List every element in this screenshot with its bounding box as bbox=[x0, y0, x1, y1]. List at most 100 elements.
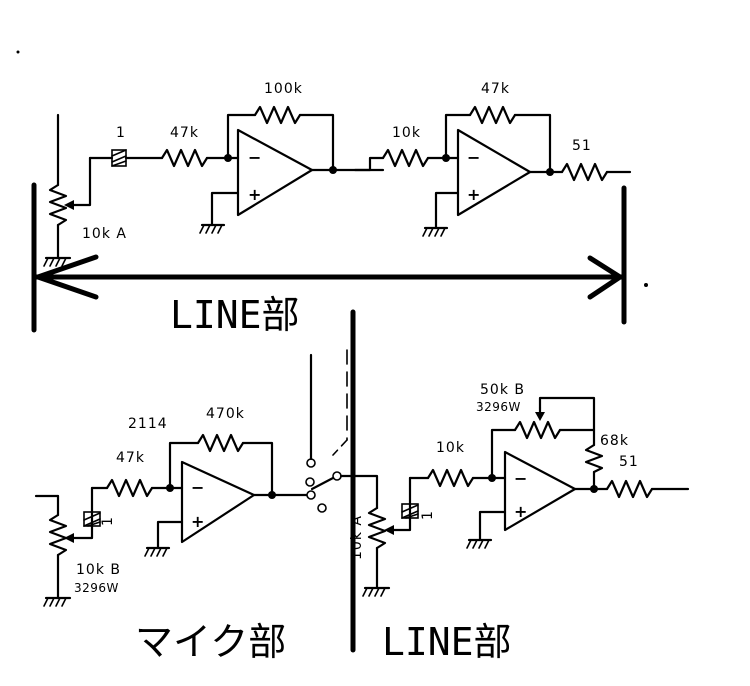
top-r-in1-label: 47k bbox=[170, 125, 199, 141]
top-fb1-wire-out bbox=[298, 113, 335, 172]
top-resistor-fb-47k bbox=[468, 105, 517, 125]
switch-contact-low bbox=[306, 490, 316, 500]
line-r-in-label: 10k bbox=[436, 440, 465, 456]
mic-r-fb-label: 470k bbox=[206, 406, 245, 422]
top-fb1-wire bbox=[226, 113, 257, 160]
top-junction-op2-out bbox=[546, 168, 554, 176]
mic-cap-label: 2114 bbox=[128, 416, 168, 432]
mic-pot-body bbox=[48, 513, 68, 557]
section-label-mic: マイク部 bbox=[135, 620, 286, 664]
mic-opamp-minus: − bbox=[191, 478, 204, 497]
mic-fb-wire-out bbox=[241, 441, 274, 497]
line-fb-pot-wiper-arrow bbox=[535, 412, 545, 421]
mic-pot-ground bbox=[43, 596, 72, 607]
top-opamp-1 bbox=[236, 128, 314, 217]
line-op-ground bbox=[466, 538, 493, 549]
top-r-out-label: 51 bbox=[572, 138, 592, 154]
top-r-in2-label: 10k bbox=[392, 125, 421, 141]
top-r-fb1-label: 100k bbox=[264, 81, 303, 97]
line-opamp bbox=[503, 450, 577, 532]
line-resistor-10k bbox=[426, 468, 475, 488]
mic-fb-wire bbox=[168, 441, 200, 490]
top-fb2-wire bbox=[444, 113, 472, 160]
top-trim-label: 1 bbox=[116, 125, 126, 141]
line-plus-ground-wire bbox=[478, 510, 507, 542]
mic-opamp bbox=[180, 460, 256, 544]
line-r-out-label: 51 bbox=[619, 454, 639, 470]
mic-plus-ground-wire bbox=[156, 520, 184, 550]
mic-opamp-plus: + bbox=[191, 512, 204, 531]
top-circuit: − + − + bbox=[16, 50, 648, 337]
line-fb-pot-part-label: 3296W bbox=[476, 400, 521, 414]
mic-junction-out bbox=[268, 491, 276, 499]
switch-contact-common bbox=[332, 471, 342, 481]
top-pot-ground bbox=[43, 256, 72, 267]
line-pot-50k bbox=[513, 420, 562, 440]
top-opamp-2-plus: + bbox=[467, 185, 480, 204]
switch-to-line-wire bbox=[339, 474, 379, 510]
top-pot-label: 10k A bbox=[82, 226, 127, 242]
switch-dashed-bend bbox=[332, 439, 348, 456]
line-r-fb-label: 68k bbox=[600, 433, 629, 449]
top-arrowhead-left bbox=[35, 254, 99, 300]
line-resistor-51 bbox=[605, 479, 654, 499]
line-bottom-circuit: − + 50k B 3296W 68k 10k 51 1 10k A bbox=[349, 382, 690, 597]
top-r-fb2-label: 47k bbox=[481, 81, 510, 97]
top-opamp-2-minus: − bbox=[467, 148, 480, 167]
switch-contact-mid bbox=[305, 477, 315, 487]
mic-circuit: − + 2114 470k 47k 1 10k B 3296W bbox=[34, 406, 310, 607]
line-junction-out bbox=[590, 485, 598, 493]
top-op2-plus-ground-wire bbox=[434, 191, 460, 230]
section-label-line-top: LINE部 bbox=[170, 293, 300, 337]
mic-resistor-470k bbox=[196, 433, 245, 453]
mic-pot-value-label: 10k B bbox=[76, 562, 121, 578]
line-resistor-68k bbox=[584, 443, 604, 474]
stray-dot bbox=[644, 283, 648, 287]
top-junction-op1-out bbox=[329, 166, 337, 174]
mic-resistor-47k bbox=[105, 478, 154, 498]
selector-switch bbox=[305, 349, 379, 513]
line-pot-wiper-arrow bbox=[384, 525, 394, 535]
section-label-line-bottom: LINE部 bbox=[382, 620, 512, 664]
top-wire-to-r10k bbox=[353, 156, 385, 172]
top-trim-element bbox=[111, 149, 127, 167]
line-opamp-plus: + bbox=[514, 502, 527, 521]
line-fb-wire bbox=[490, 428, 517, 480]
mic-pot-wiper bbox=[68, 486, 94, 540]
top-pot-body bbox=[48, 183, 68, 227]
top-pot-wiper-arrow bbox=[64, 200, 74, 210]
top-op2-ground bbox=[422, 226, 449, 237]
top-opamp-1-minus: − bbox=[248, 148, 261, 167]
line-trim-element bbox=[401, 503, 419, 519]
line-fb-pot-wiper-wire bbox=[538, 396, 596, 432]
top-arrowhead-right bbox=[587, 255, 623, 300]
line-opamp-minus: − bbox=[514, 469, 527, 488]
mic-trim-element bbox=[83, 511, 101, 527]
top-opamp-1-plus: + bbox=[248, 185, 261, 204]
stray-dot-corner bbox=[16, 50, 20, 54]
line-pot-ground bbox=[362, 586, 391, 597]
top-resistor-10k bbox=[381, 148, 430, 168]
line-fb-wire-mid bbox=[558, 428, 596, 447]
top-op1-ground bbox=[199, 223, 226, 234]
top-resistor-100k bbox=[253, 105, 302, 125]
mic-op-ground bbox=[144, 546, 171, 557]
top-opamp-2 bbox=[456, 128, 532, 217]
mic-pot-part-label: 3296W bbox=[74, 581, 119, 595]
line-trim-label: 1 bbox=[420, 510, 436, 520]
top-op1-plus-ground-wire bbox=[210, 191, 240, 227]
top-resistor-47k bbox=[160, 148, 209, 168]
line-pot-wiper bbox=[388, 476, 412, 532]
switch-contact-right bbox=[317, 503, 327, 513]
top-pot-wiper bbox=[68, 156, 92, 207]
switch-contact-top bbox=[306, 458, 316, 468]
top-resistor-51 bbox=[560, 162, 609, 182]
mic-trim-label: 1 bbox=[100, 516, 116, 526]
line-pot-body bbox=[367, 506, 387, 550]
line-fb-pot-value-label: 50k B bbox=[480, 382, 525, 398]
mic-pot-wiper-arrow bbox=[64, 533, 74, 543]
mic-r-in-label: 47k bbox=[116, 450, 145, 466]
switch-lever bbox=[310, 476, 335, 491]
top-fb2-wire-out bbox=[513, 113, 552, 174]
